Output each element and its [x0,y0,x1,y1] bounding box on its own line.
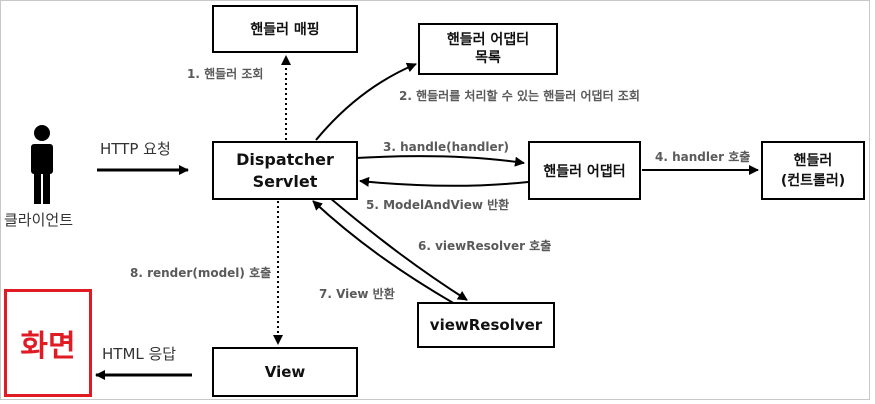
step2-arrow [315,62,417,141]
view-box: View [212,347,358,397]
step5-label: 5. ModelAndView 반환 [366,198,510,212]
handler-controller-box: 핸들러 (컨트롤러) [761,141,865,200]
handler-adapter-list-box: 핸들러 어댑터 목록 [418,23,558,75]
step7-arrow [312,200,456,305]
screen-box: 화면 [4,289,92,397]
step3-label: 3. handle(handler) [383,140,510,154]
http-response-label: HTML 응답 [102,345,177,363]
screen-label: 화면 [20,329,76,364]
step8-label: 8. render(model) 호출 [130,266,272,280]
step1-label: 1. 핸들러 조회 [187,67,264,81]
step6-label: 6. viewResolver 호출 [418,239,552,253]
step7-label: 7. View 반환 [319,287,395,301]
handler-mapping-box: 핸들러 매핑 [212,5,358,53]
step2-label: 2. 핸들러를 처리할 수 있는 핸들러 어댑터 조회 [399,89,640,103]
http-request-label: HTTP 요청 [100,140,171,158]
step6-arrow [329,197,468,301]
view-resolver-box: viewResolver [417,302,555,348]
dispatcher-servlet-box: Dispatcher Servlet [212,141,358,200]
step3-arrow [355,155,525,167]
client-person-icon [31,125,53,204]
handler-adapter-box: 핸들러 어댑터 [528,141,641,200]
client-label: 클라이언트 [4,211,74,229]
step4-label: 4. handler 호출 [655,150,751,164]
step5-arrow [359,176,529,187]
